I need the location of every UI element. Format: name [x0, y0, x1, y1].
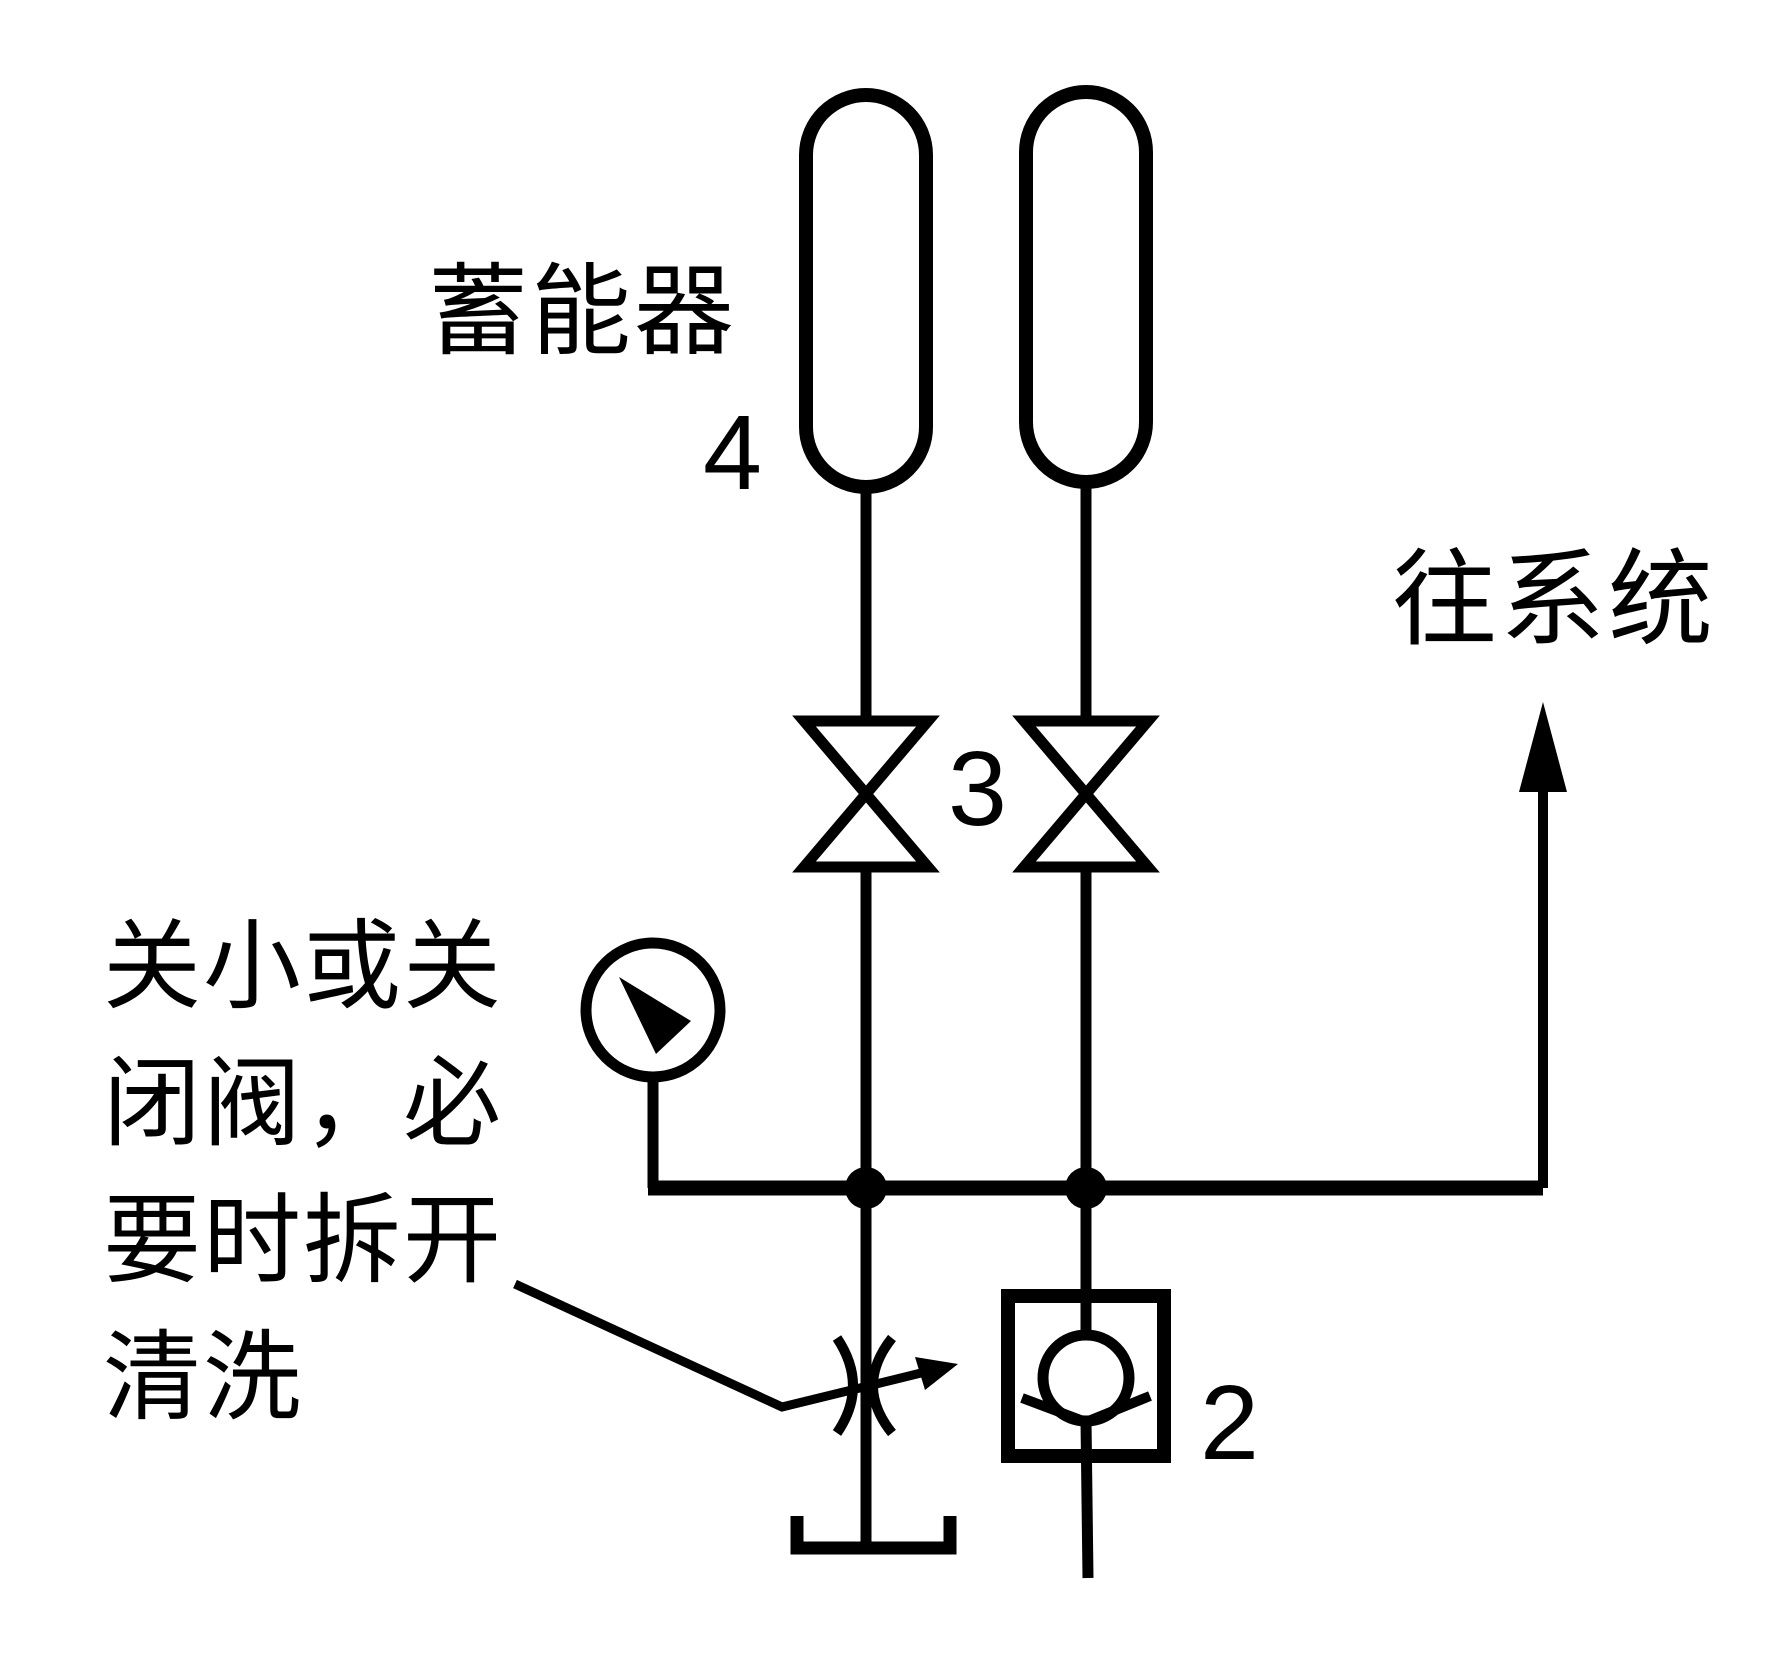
accumulator-right-symbol [1019, 85, 1153, 723]
pressure-gauge-icon [580, 937, 726, 1188]
to-system-arrow [1519, 702, 1567, 1188]
check-valve-icon [1001, 1289, 1171, 1579]
check-valve-number-label: 2 [1200, 1364, 1259, 1482]
annotation-line: 关小或关 [103, 911, 504, 1021]
accumulator-left-symbol [799, 88, 933, 723]
shutoff-valve-number-label: 3 [948, 730, 1007, 848]
to-system-label: 往系统 [1392, 542, 1717, 659]
tank-icon [790, 1516, 957, 1555]
accumulator-label: 蓄能器 [428, 256, 737, 368]
annotation-line: 闭阀，必 [103, 1048, 504, 1158]
annotation-line: 要时拆开 [103, 1185, 504, 1295]
annotation-line: 清洗 [103, 1322, 304, 1432]
annotation-leader-arrow [513, 1279, 958, 1412]
shutoff-valve-left-icon [792, 715, 940, 873]
shutoff-valve-right-icon [1012, 715, 1160, 873]
annotation-text: 关小或关 闭阀，必 要时拆开 清洗 [103, 898, 503, 1446]
accumulator-number-label: 4 [703, 394, 762, 512]
